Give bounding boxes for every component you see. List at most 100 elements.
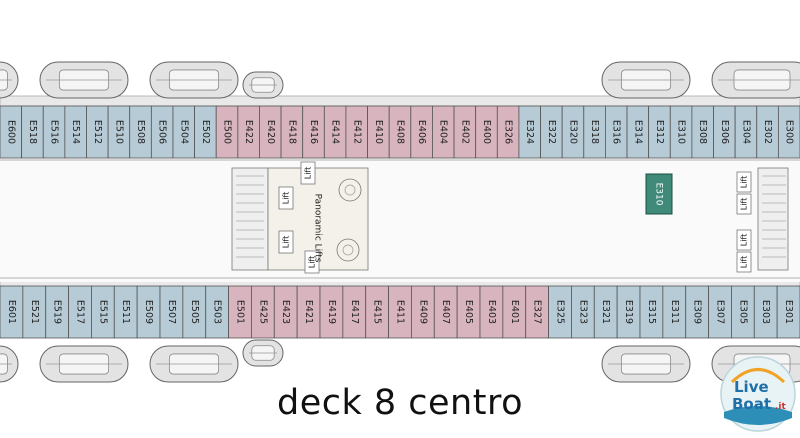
cabin-label-E519: E519 xyxy=(52,300,63,324)
logo-suffix: .it xyxy=(775,402,787,412)
cabin-label-E308: E308 xyxy=(697,120,708,144)
cabin-label-E500: E500 xyxy=(222,120,233,144)
cabin-label-E312: E312 xyxy=(654,120,665,144)
cabin-label-E306: E306 xyxy=(719,120,730,144)
spiral-stair-1 xyxy=(336,238,360,262)
lift-label-core-1: Lift xyxy=(282,192,291,205)
cabin-label-E315: E315 xyxy=(646,300,657,324)
cabin-label-E417: E417 xyxy=(349,300,360,324)
cabin-label-E521: E521 xyxy=(29,300,40,324)
cabin-label-E421: E421 xyxy=(303,300,314,324)
cabin-label-E515: E515 xyxy=(97,300,108,324)
tender-top xyxy=(242,71,284,99)
cabin-label-E507: E507 xyxy=(166,300,177,324)
cabin-label-E404: E404 xyxy=(438,120,449,144)
cabin-label-E517: E517 xyxy=(75,300,86,324)
cabin-label-E425: E425 xyxy=(257,300,268,324)
cabin-label-E301: E301 xyxy=(783,300,794,324)
cabin-label-E503: E503 xyxy=(212,300,223,324)
lift-box-1 xyxy=(278,186,294,210)
lift-label-right-2: Lift xyxy=(740,234,749,247)
cabin-label-E324: E324 xyxy=(524,120,535,144)
logo-word-live: Live xyxy=(734,378,769,396)
lift-label-core-2: Lift xyxy=(282,236,291,249)
cabin-label-E323: E323 xyxy=(577,300,588,324)
lift-box-2 xyxy=(278,230,294,254)
cabin-label-E422: E422 xyxy=(243,120,254,144)
stairs-left xyxy=(231,167,269,271)
lifeboat-bottom-2 xyxy=(149,345,239,383)
cabin-label-E309: E309 xyxy=(692,300,703,324)
cabin-label-E414: E414 xyxy=(330,120,341,144)
cabin-label-E416: E416 xyxy=(308,120,319,144)
lift-label-right-0: Lift xyxy=(740,176,749,189)
cabin-E301 xyxy=(776,285,800,339)
tender-bottom xyxy=(242,339,284,367)
lifeboat-bottom-0 xyxy=(0,345,19,383)
cabin-label-E406: E406 xyxy=(416,120,427,144)
cabin-label-E405: E405 xyxy=(463,300,474,324)
lift-box-right-0 xyxy=(736,171,752,193)
cabin-label-E311: E311 xyxy=(669,300,680,324)
spiral-core-1 xyxy=(342,244,354,256)
cabin-label-E401: E401 xyxy=(509,300,520,324)
cabin-label-E418: E418 xyxy=(286,120,297,144)
lift-label-core-3: Lift xyxy=(308,256,317,269)
lift-box-3 xyxy=(304,250,320,274)
logo-word-boat: Boat xyxy=(732,395,771,413)
lifeboat-bottom-3 xyxy=(601,345,691,383)
cabin-label-E410: E410 xyxy=(373,120,384,144)
cabin-label-E408: E408 xyxy=(395,120,406,144)
cabin-label-E407: E407 xyxy=(440,300,451,324)
cabin-label-E411: E411 xyxy=(395,300,406,324)
lift-box-right-2 xyxy=(736,229,752,251)
lift-label-core-0: Lift xyxy=(304,167,313,180)
cabin-label-E409: E409 xyxy=(417,300,428,324)
cabin-label-E412: E412 xyxy=(351,120,362,144)
cabin-label-E415: E415 xyxy=(372,300,383,324)
cabin-label-E400: E400 xyxy=(481,120,492,144)
cabin-label-E420: E420 xyxy=(265,120,276,144)
cabin-label-E402: E402 xyxy=(459,120,470,144)
cabin-label-E512: E512 xyxy=(92,120,103,144)
stairs-right xyxy=(757,167,789,271)
cabin-label-E302: E302 xyxy=(762,120,773,144)
cabin-label-E509: E509 xyxy=(143,300,154,324)
cabin-label-E322: E322 xyxy=(546,120,557,144)
cabin-label-E325: E325 xyxy=(555,300,566,324)
cabin-label-E504: E504 xyxy=(178,120,189,144)
central-area xyxy=(0,158,800,282)
cabin-label-E506: E506 xyxy=(157,120,168,144)
spiral-core-0 xyxy=(344,184,356,196)
lifeboat-top-2 xyxy=(149,61,239,99)
lift-label-right-1: Lift xyxy=(740,198,749,211)
lift-box-right-1 xyxy=(736,193,752,215)
cabin-label-E321: E321 xyxy=(600,300,611,324)
lift-box-right-3 xyxy=(736,251,752,273)
cabin-label-E601: E601 xyxy=(6,300,17,324)
cabin-label-E310: E310 xyxy=(676,120,687,144)
cabin-label-E316: E316 xyxy=(611,120,622,144)
deck-title: deck 8 centro xyxy=(277,383,523,423)
suite-E310 xyxy=(645,173,673,215)
suite-label: E310 xyxy=(654,183,664,206)
cabin-label-E510: E510 xyxy=(113,120,124,144)
cabin-label-E319: E319 xyxy=(623,300,634,324)
lift-box-0 xyxy=(300,161,316,185)
cabin-label-E326: E326 xyxy=(503,120,514,144)
lifeboat-top-1 xyxy=(39,61,129,99)
cabin-label-E516: E516 xyxy=(49,120,60,144)
cabin-label-E511: E511 xyxy=(120,300,131,324)
cabin-label-E320: E320 xyxy=(567,120,578,144)
lift-label-right-3: Lift xyxy=(740,256,749,269)
cabin-label-E514: E514 xyxy=(70,120,81,144)
cabin-label-E303: E303 xyxy=(760,300,771,324)
cabin-label-E505: E505 xyxy=(189,300,200,324)
panoramic-lifts-label: Panoramic Lifts xyxy=(313,194,323,263)
cabin-label-E423: E423 xyxy=(280,300,291,324)
spiral-stair-0 xyxy=(338,178,362,202)
cabin-label-E508: E508 xyxy=(135,120,146,144)
lifeboat-bottom-1 xyxy=(39,345,129,383)
cabin-label-E304: E304 xyxy=(740,120,751,144)
